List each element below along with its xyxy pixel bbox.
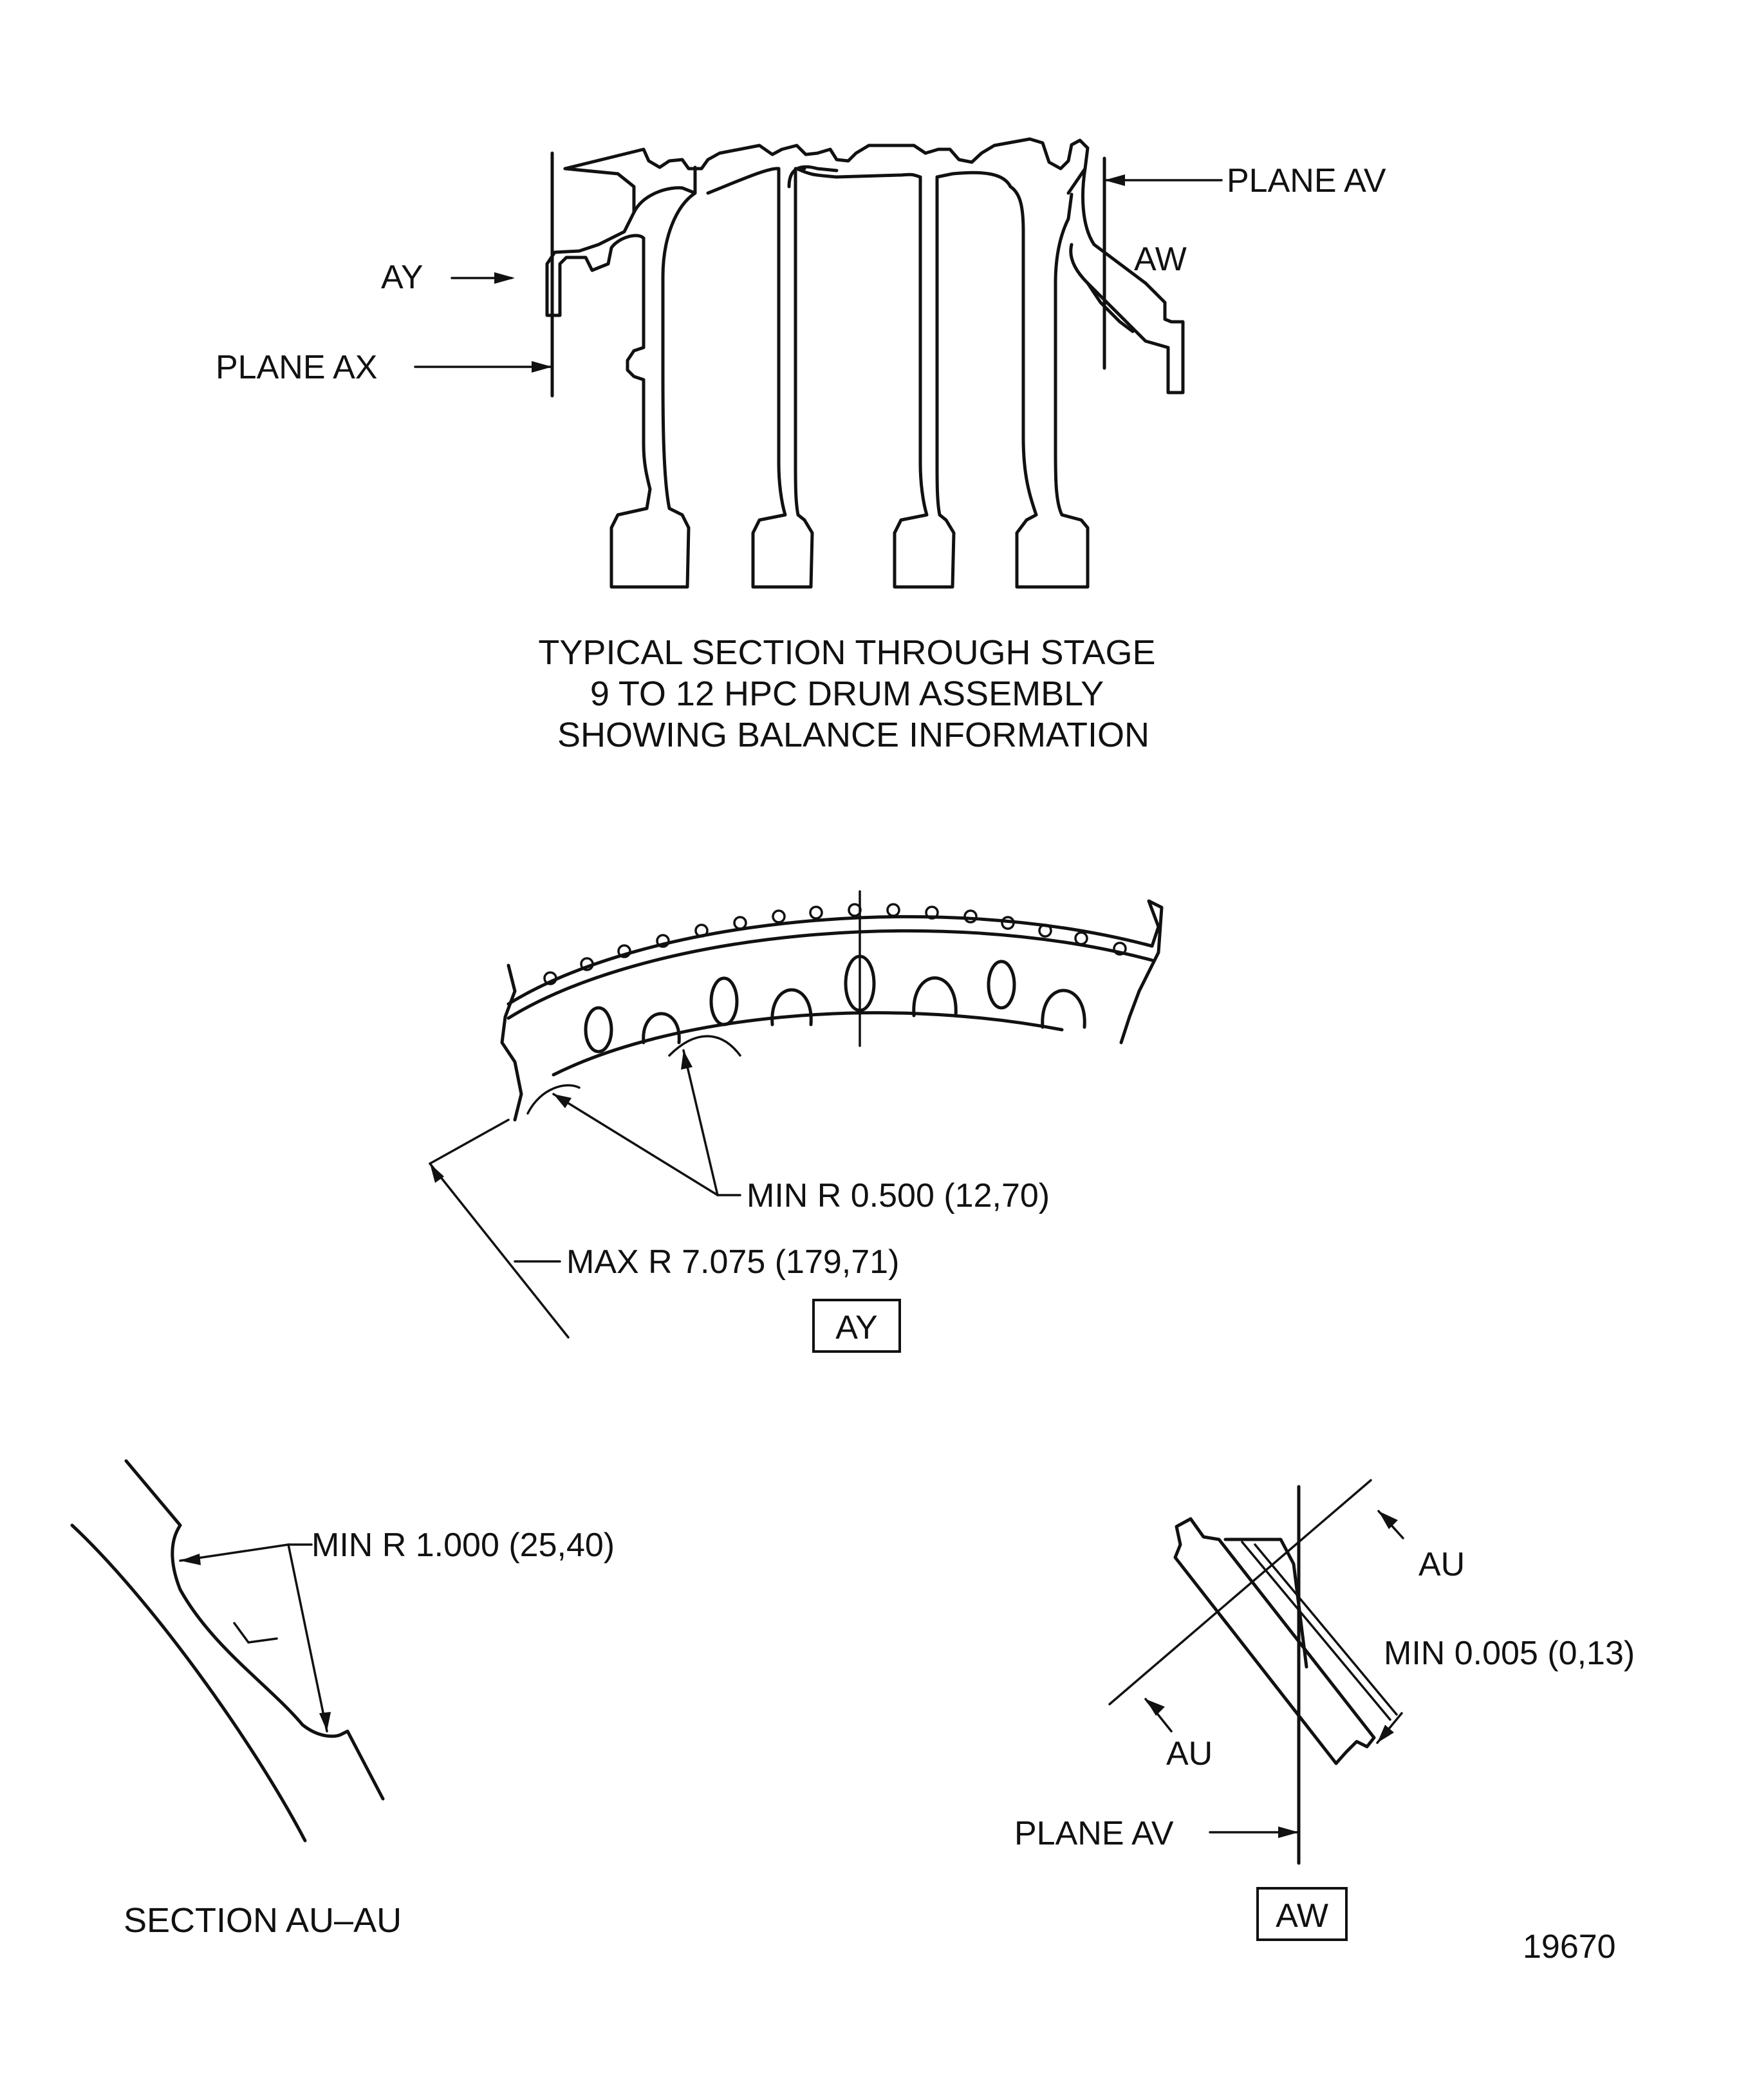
plane-av-arrowhead	[1104, 174, 1125, 186]
ay-max-r-tick	[429, 1119, 510, 1165]
section-au-au: MIN R 1.000 (25,40) SECTION AU–AU	[70, 1459, 615, 1940]
left-flange	[545, 167, 636, 317]
ay-view-label: AY	[835, 1309, 878, 1346]
aw-part-inner-edge	[1241, 1541, 1391, 1721]
plane-av-label: PLANE AV	[1227, 162, 1386, 200]
aw-au-section-line	[1108, 1479, 1372, 1705]
section-center-mark	[233, 1622, 278, 1644]
aw-part-face	[1223, 1538, 1308, 1669]
ay-min-r-arc-2	[668, 1035, 741, 1057]
left-inner-wall	[632, 165, 697, 214]
aw-au-arrow-top	[1379, 1511, 1398, 1529]
section-profile	[124, 1459, 385, 1801]
aw-part-outline	[1173, 1517, 1376, 1765]
left-web	[609, 191, 697, 589]
ay-rim-dot	[543, 971, 557, 985]
ay-slot-4	[1041, 989, 1086, 1029]
aw-au-bottom-label: AU	[1166, 1735, 1213, 1772]
figure-number: 19670	[1523, 1928, 1616, 1965]
ay-slot-3	[912, 976, 958, 1017]
ay-rim-dot	[886, 903, 900, 917]
ay-rim-dots	[543, 903, 1127, 985]
right-flange	[1069, 167, 1185, 395]
ay-rim-dot	[1001, 916, 1015, 930]
aw-view-label: AW	[1276, 1897, 1328, 1935]
section-caption: SECTION AU–AU	[124, 1901, 402, 1940]
ay-rim-dot	[925, 906, 939, 920]
ay-min-r-arrowhead-2	[681, 1050, 693, 1070]
section-radius-arrowhead-2	[319, 1712, 331, 1731]
ay-rim-dot	[656, 934, 670, 948]
ay-right-edge	[1119, 899, 1164, 1045]
ay-view-label-box	[812, 1299, 901, 1353]
ay-max-r-line	[429, 1162, 570, 1339]
ay-inner-arc	[552, 1011, 1064, 1077]
ay-arrowhead	[494, 272, 515, 284]
ay-slot-2	[770, 988, 813, 1027]
ay-left-edge	[500, 963, 523, 1122]
ay-outer-arc-2	[507, 929, 1154, 1020]
drum-section-view: PLANE AV AW AY PLANE AX TYPICAL SECTION …	[216, 137, 1386, 754]
plane-ax-arrowhead	[532, 361, 552, 373]
ay-min-r-leader-2	[682, 1049, 719, 1196]
ay-min-r-leader-1	[552, 1093, 719, 1196]
top-caption-line-1: TYPICAL SECTION THROUGH STAGE	[538, 633, 1155, 672]
ay-slot-1	[642, 1012, 681, 1045]
ay-rim-dot	[1038, 924, 1052, 938]
ay-rim-dot	[772, 909, 786, 924]
web-3	[795, 167, 1012, 589]
ay-hole-4	[987, 960, 1016, 1010]
ay-max-r-arrowhead	[430, 1164, 444, 1183]
view-ay: MIN R 0.500 (12,70) MAX R 7.075 (179,71)…	[429, 890, 1164, 1353]
ay-label: AY	[381, 259, 423, 296]
ay-rim-dot	[1113, 942, 1127, 956]
ay-rim-dot	[580, 957, 594, 971]
ay-rim-dot	[963, 909, 978, 924]
aw-view-label-box	[1256, 1887, 1348, 1941]
ay-hole-1	[584, 1006, 613, 1054]
ay-min-r-arrowhead-1	[553, 1094, 572, 1108]
right-flange-inner	[1086, 281, 1135, 333]
ay-rim-dot	[617, 944, 631, 958]
drum-rim-outline	[563, 137, 1090, 195]
ay-rim-dot	[809, 906, 823, 920]
plane-ax-label: PLANE AX	[216, 349, 377, 386]
section-outer-curve	[70, 1523, 307, 1843]
web-4	[1009, 185, 1090, 589]
ay-hole-2	[709, 976, 739, 1027]
ay-min-r-label: MIN R 0.500 (12,70)	[747, 1177, 1050, 1214]
ay-rim-dot	[733, 916, 747, 930]
web-3-inner	[787, 165, 839, 189]
ay-max-r-label: MAX R 7.075 (179,71)	[566, 1243, 899, 1281]
section-radius-arrowhead	[180, 1554, 201, 1565]
aw-plane-av-arrowhead	[1278, 1826, 1299, 1838]
section-radius-line	[287, 1543, 328, 1733]
top-caption-line-3: SHOWING BALANCE INFORMATION	[557, 716, 1149, 754]
aw-part-inner-edge-2	[1254, 1543, 1398, 1716]
aw-label: AW	[1134, 241, 1187, 278]
aw-au-arrow-bottom	[1146, 1699, 1165, 1716]
ay-min-r-arc	[526, 1084, 581, 1115]
aw-min-dim-arrowhead	[1377, 1725, 1394, 1743]
web-2	[706, 167, 814, 589]
section-min-r-label: MIN R 1.000 (25,40)	[311, 1527, 615, 1564]
ay-rim-dot	[1074, 931, 1088, 945]
top-caption-line-2: 9 TO 12 HPC DRUM ASSEMBLY	[590, 674, 1104, 713]
aw-min-dim-label: MIN 0.005 (0,13)	[1384, 1635, 1635, 1672]
view-aw: AU MIN 0.005 (0,13) AU PLANE AV AW	[1014, 1479, 1635, 1941]
aw-au-top-label: AU	[1418, 1546, 1465, 1583]
ay-outer-arc	[507, 915, 1154, 1006]
aw-plane-av-label: PLANE AV	[1014, 1815, 1174, 1852]
ay-rim-dot	[694, 924, 709, 938]
